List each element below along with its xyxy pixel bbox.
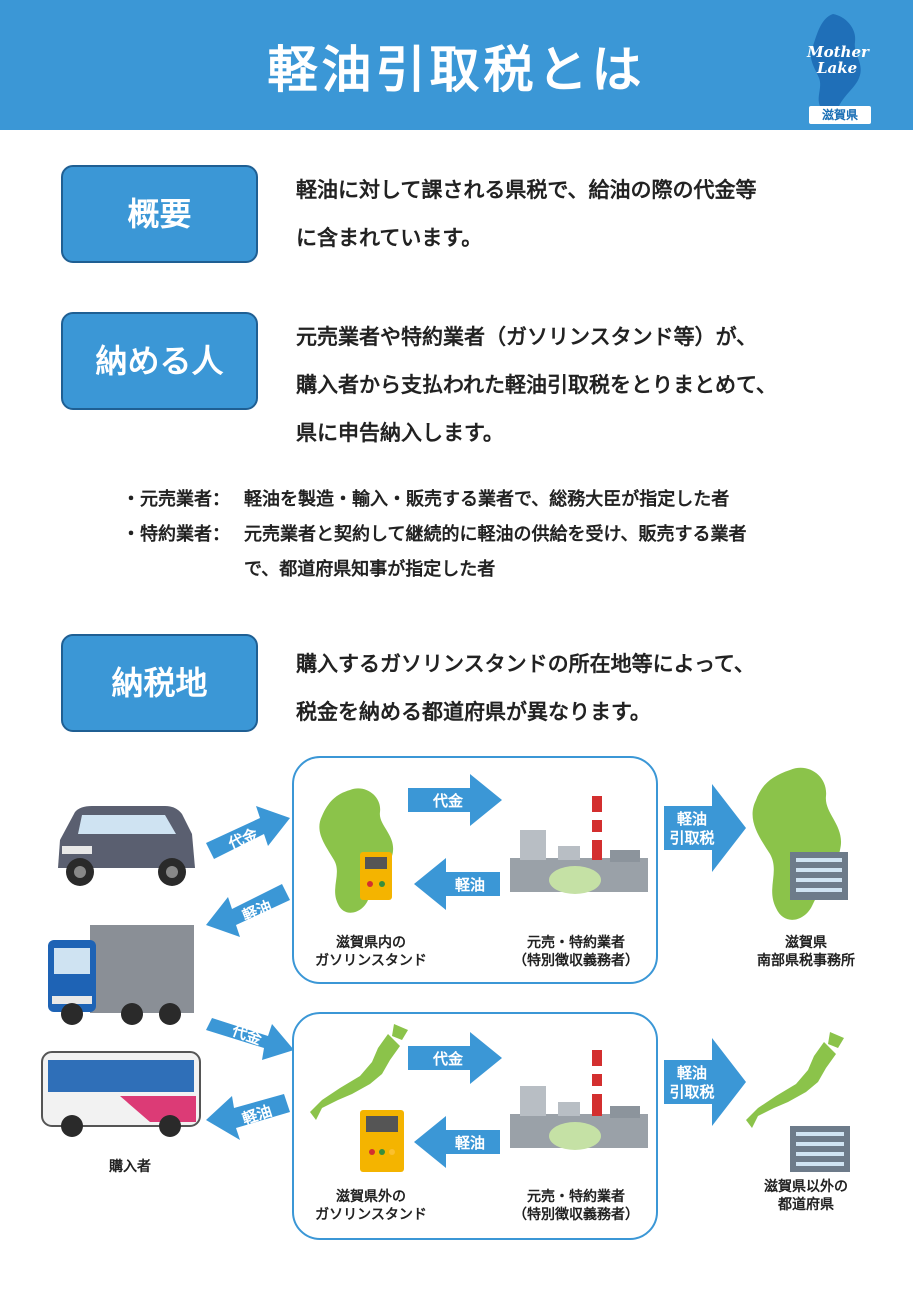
station-caption-lower: 滋賀県外の ガソリンスタンド xyxy=(296,1188,446,1224)
caption-line: 滋賀県以外の xyxy=(764,1179,848,1195)
japan-map-destination-icon xyxy=(746,1032,844,1128)
car-icon xyxy=(58,806,195,886)
payment-to-dealer-label-upper: 代金 xyxy=(432,792,463,810)
bus-icon xyxy=(41,1051,201,1137)
page-title: 軽油引取税とは xyxy=(267,41,646,99)
payment-label-lower: 代金 xyxy=(229,1021,265,1049)
office-building-icon-upper xyxy=(790,852,848,900)
caption-line: 都道府県 xyxy=(778,1197,834,1213)
overview-text: 軽油に対して課される県税で、給油の際の代金等 に含まれています。 xyxy=(296,166,757,262)
destination-caption-upper: 滋賀県 南部県税事務所 xyxy=(736,934,876,970)
fuel-label-lower: 軽油 xyxy=(240,1101,275,1129)
caption-line: 元売・特約業者 xyxy=(527,935,625,951)
office-building-icon-lower xyxy=(790,1126,850,1172)
payer-text: 元売業者や特約業者（ガソリンスタンド等）が、 購入者から支払われた軽油引取税をと… xyxy=(296,313,777,457)
tax-place-line: 購入するガソリンスタンドの所在地等によって、 xyxy=(296,652,755,676)
fuel-to-station-label-upper: 軽油 xyxy=(454,876,485,894)
overview-label: 概要 xyxy=(61,165,258,263)
fuel-label-upper: 軽油 xyxy=(239,896,275,925)
logo-text-mother: Mother xyxy=(807,43,869,61)
tax-label-line: 軽油 xyxy=(676,1064,707,1082)
logo-text-lake: Lake xyxy=(817,59,858,77)
fuel-to-station-label-lower: 軽油 xyxy=(454,1134,485,1152)
logo-prefecture: 滋賀県 xyxy=(809,106,871,124)
caption-line: 元売・特約業者 xyxy=(527,1189,625,1205)
definition-moto-text: 軽油を製造・輸入・販売する業者で、総務大臣が指定した者 xyxy=(244,489,730,510)
payment-to-dealer-label-lower: 代金 xyxy=(432,1050,463,1068)
payer-line: 県に申告納入します。 xyxy=(296,421,504,445)
buyer-caption: 購入者 xyxy=(109,1159,151,1175)
caption-line: 滋賀県 xyxy=(785,935,827,951)
dealer-caption-upper: 元売・特約業者 （特別徴収義務者） xyxy=(496,934,656,970)
caption-line: 南部県税事務所 xyxy=(757,953,855,969)
tax-label-line: 軽油 xyxy=(676,810,707,828)
tax-label-upper: 軽油 引取税 xyxy=(664,810,720,848)
truck-icon xyxy=(48,925,194,1025)
tax-label-line: 引取税 xyxy=(669,1083,715,1101)
definition-tokuyaku-term: ・特約業者： xyxy=(122,524,230,545)
mother-lake-logo: Mother Lake 滋賀県 xyxy=(795,12,885,124)
payer-line: 元売業者や特約業者（ガソリンスタンド等）が、 xyxy=(296,325,758,349)
overview-line: に含まれています。 xyxy=(296,226,483,250)
shiga-map-destination-icon xyxy=(752,767,842,920)
tax-label-lower: 軽油 引取税 xyxy=(664,1064,720,1102)
payer-line: 購入者から支払われた軽油引取税をとりまとめて、 xyxy=(296,373,777,397)
tax-label-line: 引取税 xyxy=(669,829,715,847)
overview-line: 軽油に対して課される県税で、給油の際の代金等 xyxy=(296,178,757,202)
tax-place-text: 購入するガソリンスタンドの所在地等によって、 税金を納める都道府県が異なります。 xyxy=(296,640,755,736)
payment-label-upper: 代金 xyxy=(225,824,261,853)
dealer-caption-lower: 元売・特約業者 （特別徴収義務者） xyxy=(496,1188,656,1224)
tax-place-line: 税金を納める都道府県が異なります。 xyxy=(296,700,651,724)
caption-line: 滋賀県外の xyxy=(336,1189,406,1205)
definition-tokuyaku-text: 元売業者と契約して継続的に軽油の供給を受け、販売する業者 xyxy=(244,524,747,545)
definition-moto-term: ・元売業者： xyxy=(122,489,230,510)
tax-place-label: 納税地 xyxy=(61,634,258,732)
page-header: 軽油引取税とは Mother Lake 滋賀県 xyxy=(0,0,913,130)
caption-line: 滋賀県内の xyxy=(336,935,406,951)
caption-line: ガソリンスタンド xyxy=(315,1207,427,1223)
caption-line: （特別徴収義務者） xyxy=(513,953,639,969)
caption-line: ガソリンスタンド xyxy=(315,953,427,969)
station-caption-upper: 滋賀県内の ガソリンスタンド xyxy=(296,934,446,970)
destination-caption-lower: 滋賀県以外の 都道府県 xyxy=(736,1178,876,1214)
caption-line: （特別徴収義務者） xyxy=(513,1207,639,1223)
payer-label: 納める人 xyxy=(61,312,258,410)
lake-logo-icon xyxy=(810,14,861,114)
definition-tokuyaku-text-cont: で、都道府県知事が指定した者 xyxy=(244,559,496,580)
